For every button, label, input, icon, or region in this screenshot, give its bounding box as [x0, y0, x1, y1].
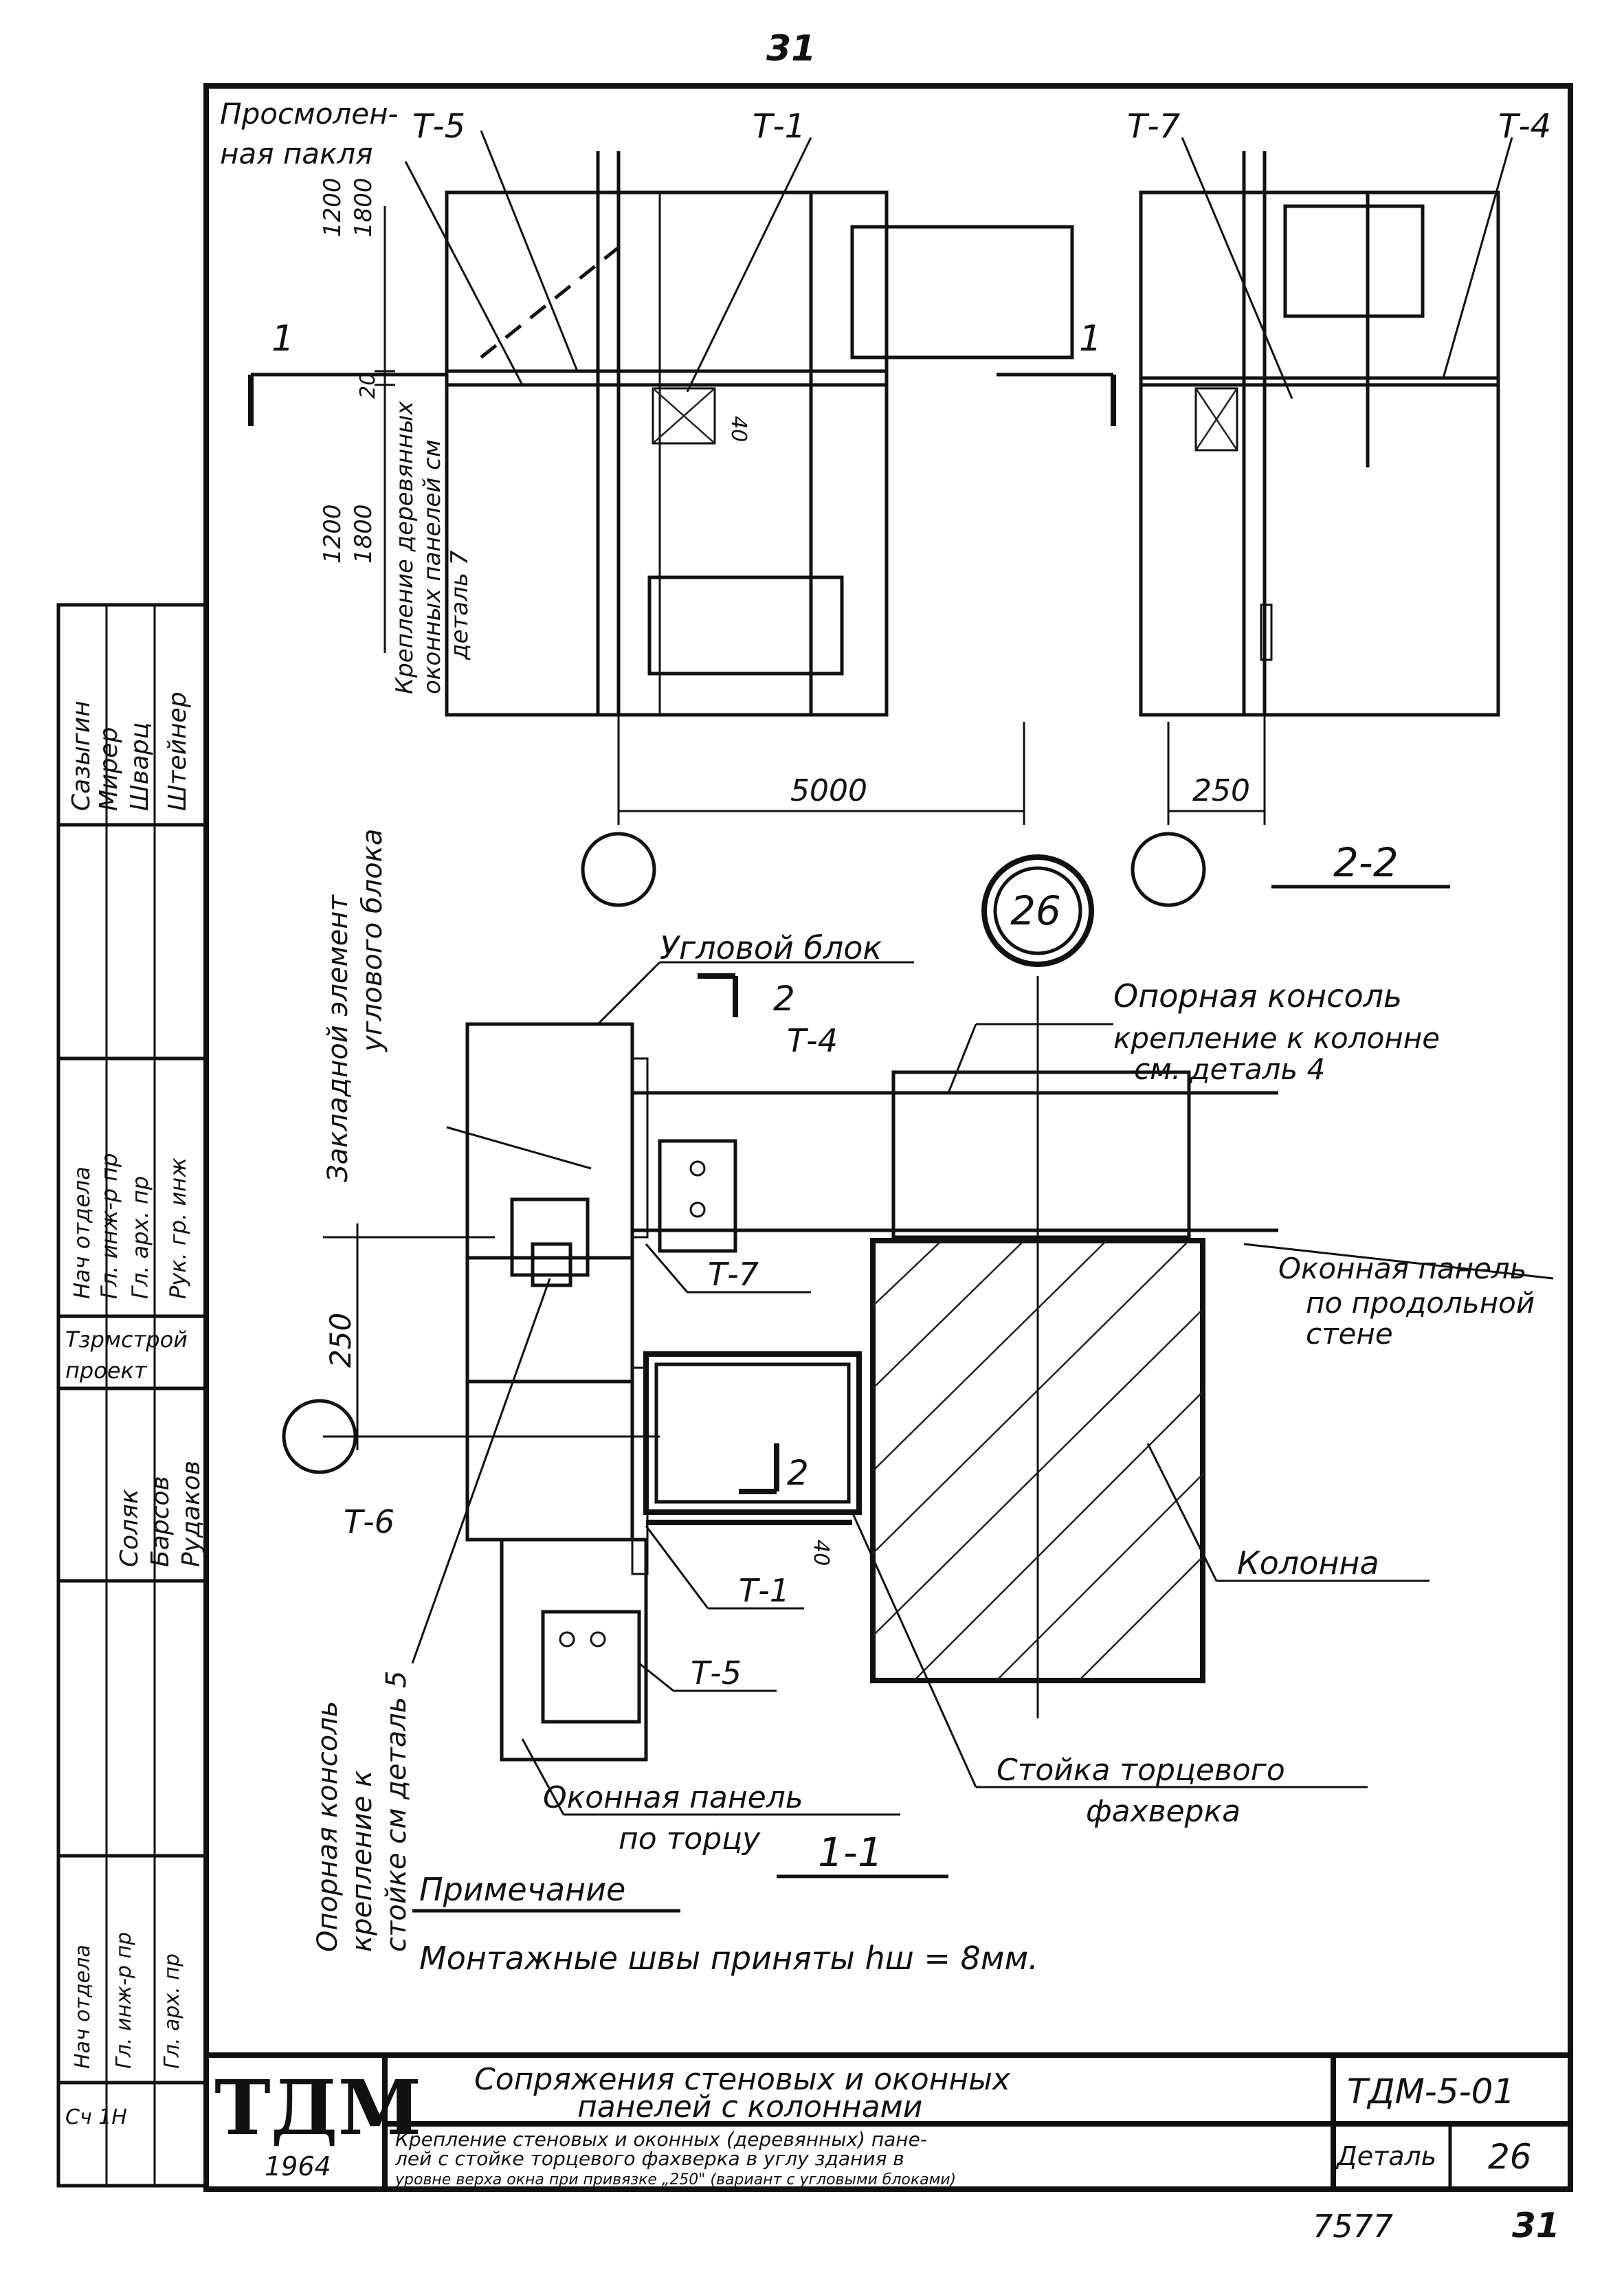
label-embedded-element-1: Закладной элемент	[322, 894, 354, 1182]
title-logo: ТДМ	[214, 2063, 421, 2152]
detail-marker-number: 26	[1010, 887, 1061, 934]
label-window-panel-long-3: стене	[1306, 1317, 1393, 1351]
plan-view	[282, 961, 1554, 1878]
label-t4-plan: Т-4	[787, 1022, 838, 1059]
stamp2-role-1: Нач отдела	[71, 1944, 95, 2069]
stamp-role-1: Нач отдела	[69, 1166, 95, 1299]
dim-20: 20	[356, 373, 380, 399]
note-text: Монтажные швы приняты hш = 8мм.	[419, 1940, 1038, 1977]
stamp2-name-1: Соляк	[115, 1489, 144, 1567]
label-t1-plan: Т-1	[739, 1572, 790, 1609]
label-support-console-left-3: стойке см деталь 5	[381, 1670, 412, 1952]
label-post-2: фахверка	[1086, 1794, 1241, 1829]
note-heading: Примечание	[419, 1871, 625, 1908]
dim-40-plan: 40	[809, 1540, 833, 1566]
dim-left-lower-1: 1200	[319, 504, 346, 564]
stamp2-name-3: Рудаков	[177, 1461, 205, 1567]
label-fastening-column-1: крепление к колонне	[1113, 1021, 1440, 1055]
section-title-1-1: 1-1	[818, 1829, 883, 1876]
label-support-console-left-1: Опорная консоль	[312, 1701, 344, 1952]
elevation-view	[248, 130, 1513, 907]
stamp2-role-2: Гл. инж-р пр	[112, 1932, 136, 2069]
section-mark-1-right: 1	[1079, 318, 1102, 359]
title-code: ТДМ-5-01	[1347, 2072, 1515, 2111]
label-window-panel-end-1: Оконная панель	[543, 1780, 803, 1815]
title-block	[203, 2052, 1573, 2192]
stamp-name-3: Шварц	[126, 722, 154, 811]
label-t1-elev: Т-1	[753, 107, 805, 146]
page-number-top: 31	[766, 28, 816, 69]
subtitle-line-1: Крепление стеновых и оконных (деревянных…	[395, 2128, 927, 2151]
stamp-role-4: Рук. гр. инж	[165, 1157, 191, 1299]
stamp-role-3: Гл. арх. пр	[127, 1176, 153, 1299]
label-column: Колонна	[1237, 1544, 1379, 1582]
label-tarred-tow-line2: ная пакля	[220, 137, 373, 170]
title-detail-label: Деталь	[1335, 2141, 1436, 2171]
section-title-2-2: 2-2	[1333, 839, 1399, 886]
stamp-bottom: Сч 1Н	[65, 2105, 127, 2129]
label-t6: Т-6	[344, 1503, 394, 1540]
label-tarred-tow-line1: Просмолен-	[220, 97, 399, 131]
detail-marker-inner	[993, 866, 1082, 955]
stamp-name-4: Штейнер	[164, 691, 192, 811]
dim-250-elev: 250	[1192, 773, 1250, 808]
label-t7-plan: Т-7	[708, 1256, 759, 1293]
section-mark-1-left: 1	[271, 318, 294, 359]
subtitle-line-2: лей с стойке торцевого фахверка в углу з…	[394, 2147, 904, 2170]
label-window-panel-long-2: по продольной	[1306, 1286, 1535, 1320]
stamp2-role-3: Гл. арх. пр	[160, 1953, 184, 2069]
cut-2-top: 2	[773, 979, 795, 1019]
side-stamp	[56, 603, 208, 2188]
cut-2-mid: 2	[787, 1453, 809, 1493]
label-t5-plan: Т-5	[691, 1654, 742, 1692]
dim-left-upper-2: 1800	[350, 177, 377, 237]
label-window-panel-end-2: по торцу	[619, 1821, 761, 1856]
sheet-number-bottom: 7577	[1313, 2208, 1393, 2245]
stamp-name-2: Мирер	[95, 727, 123, 811]
dim-left-lower-2: 1800	[350, 504, 377, 564]
title-detail-number: 26	[1488, 2137, 1532, 2177]
fastening-note-1: Крепление деревянных	[391, 401, 419, 694]
stamp2-name-2: Барсов	[146, 1476, 175, 1567]
dim-left-upper-1: 1200	[319, 177, 346, 237]
stamp-role-2: Гл. инж-р пр	[96, 1153, 122, 1299]
dim-250-plan: 250	[324, 1313, 357, 1368]
label-t7-elev: Т-7	[1127, 107, 1181, 146]
label-fastening-column-2: см. деталь 4	[1134, 1052, 1325, 1086]
fastening-note-2: оконных панелей см	[419, 440, 446, 694]
stamp-name-1: Сазыгин	[67, 700, 96, 811]
subtitle-line-3: уровне верха окна при привязке „250" (ва…	[394, 2171, 956, 2188]
label-embedded-element-2: углового блока	[357, 829, 388, 1052]
fastening-note-3: деталь 7	[446, 550, 474, 661]
dim-5000: 5000	[790, 773, 867, 808]
label-post-1: Стойка торцевого	[997, 1753, 1285, 1788]
title-year: 1964	[265, 2151, 331, 2182]
label-t5-elev: Т-5	[412, 107, 465, 146]
page-number-bottom: 31	[1512, 2206, 1560, 2246]
label-t4-elev: Т-4	[1498, 107, 1551, 146]
title-line-1: Сопряжения стеновых и оконных	[474, 2062, 1011, 2097]
label-support-console: Опорная консоль	[1113, 977, 1402, 1014]
dim-40-elev: 40	[726, 416, 750, 442]
title-line-2: панелей с колоннами	[577, 2089, 922, 2125]
stamp-org-2: проект	[65, 1357, 148, 1384]
label-support-console-left-2: крепление к	[346, 1771, 378, 1952]
detail-marker-outer	[981, 854, 1094, 967]
label-corner-block: Угловой блок	[660, 929, 882, 966]
stamp-org-1: Тзрмстрой	[65, 1327, 188, 1353]
label-window-panel-long-1: Оконная панель	[1278, 1252, 1527, 1285]
